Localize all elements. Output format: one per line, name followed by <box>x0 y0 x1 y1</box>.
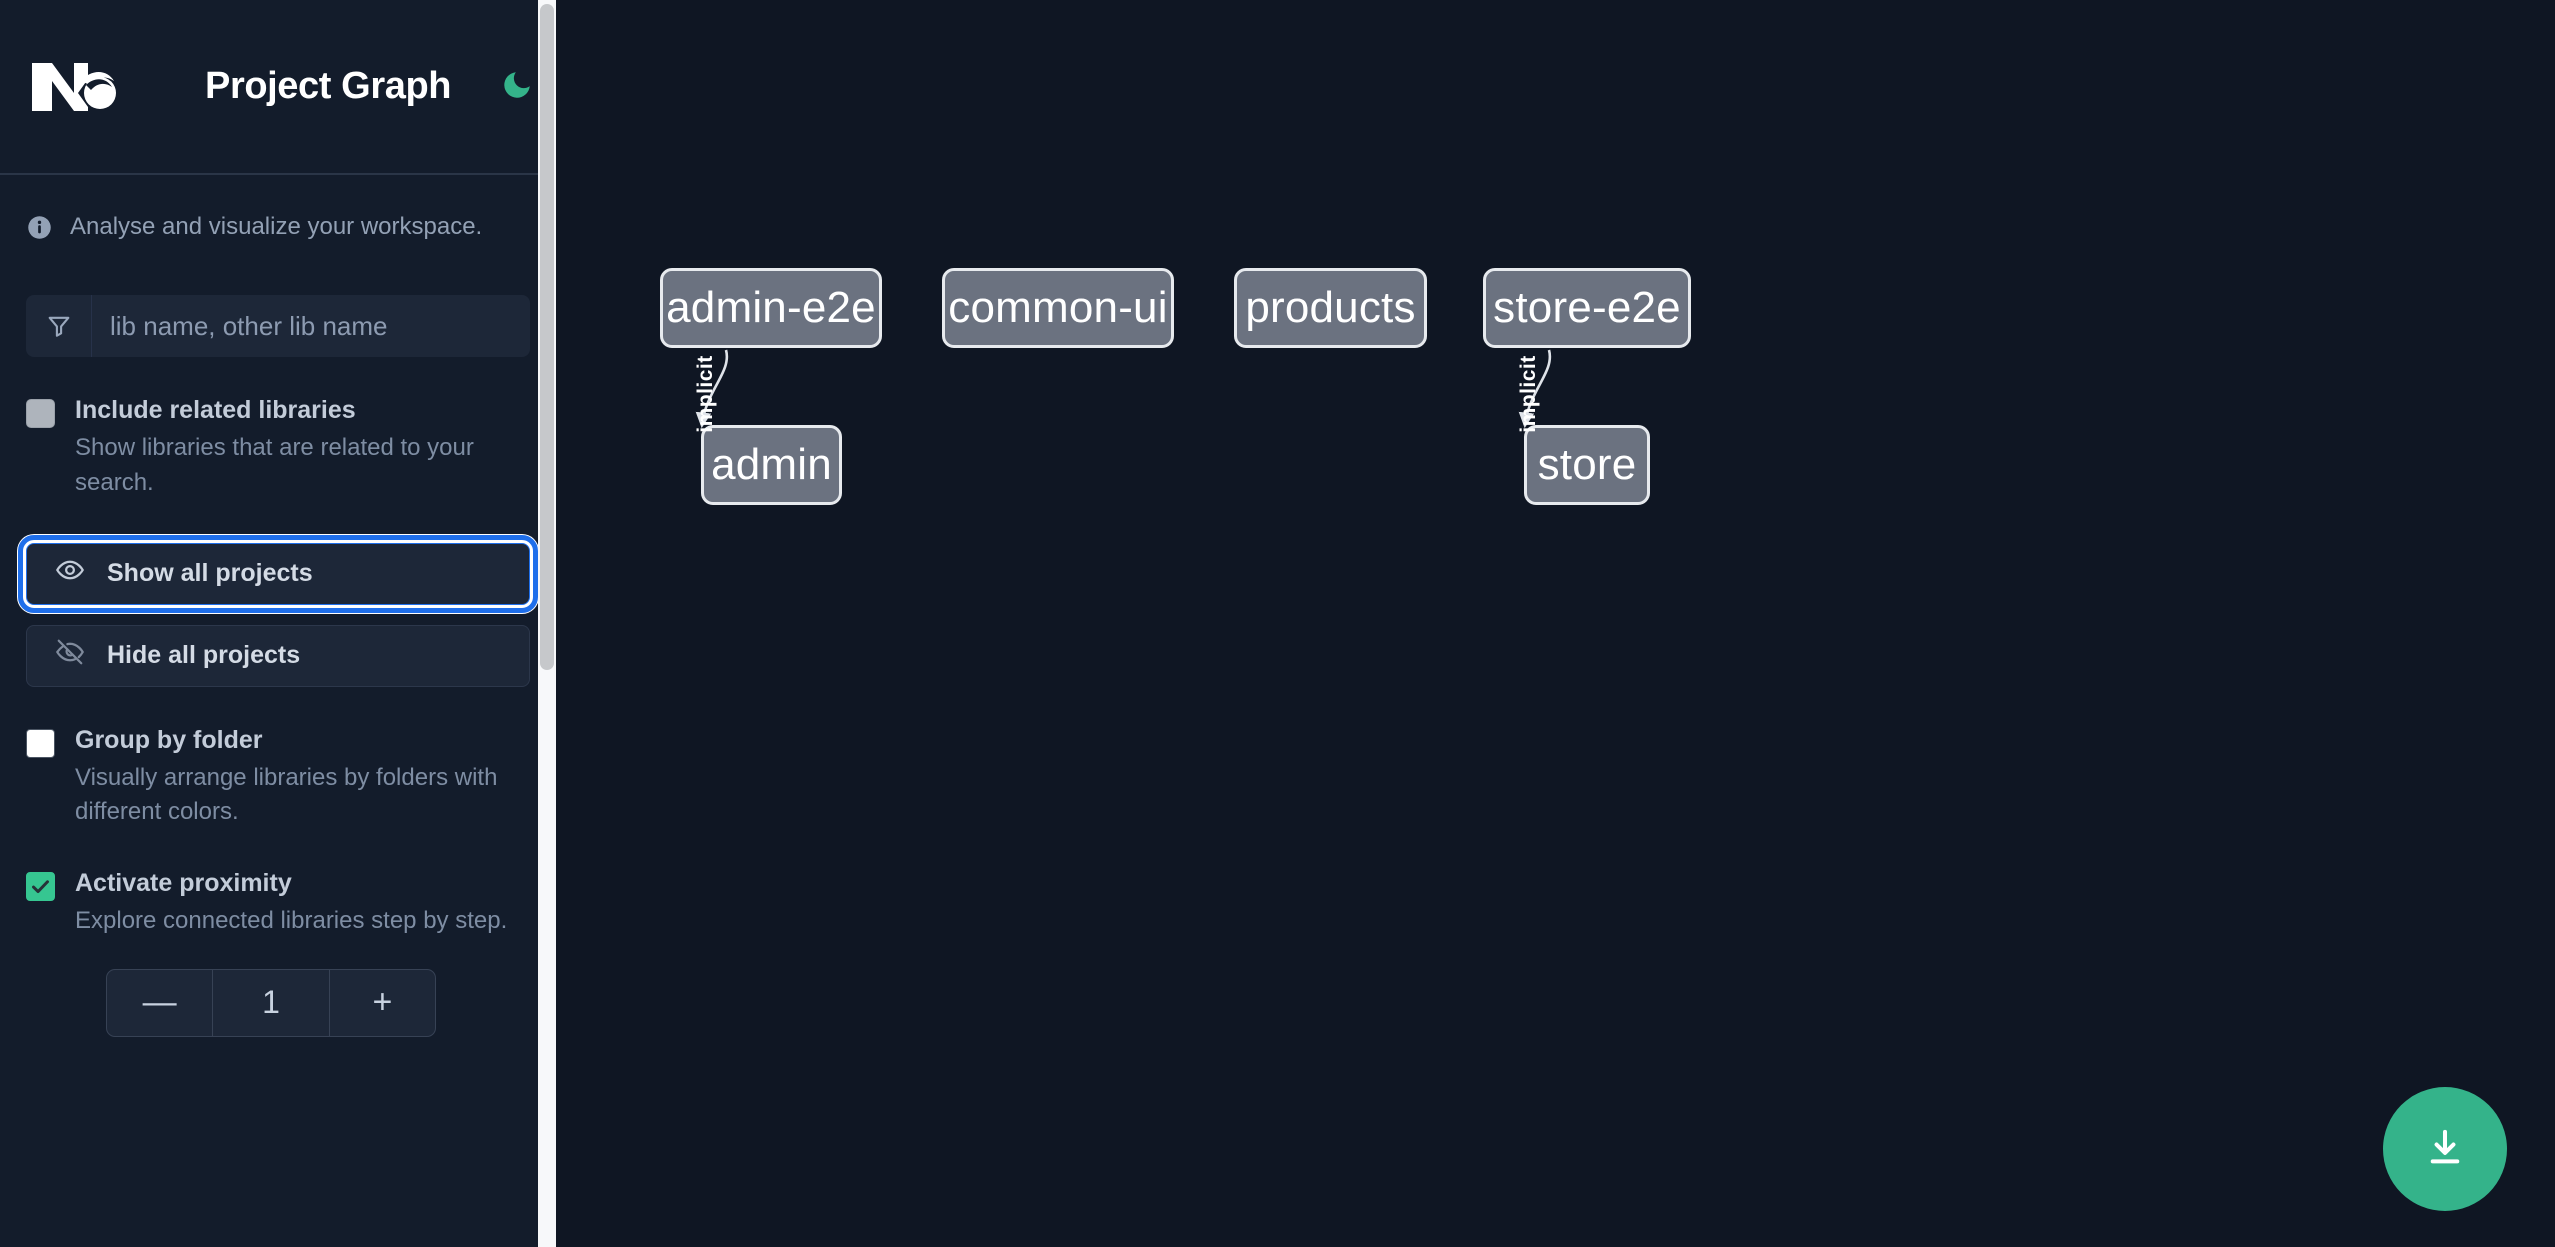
show-all-projects-button[interactable]: Show all projects <box>18 534 538 613</box>
graph-node-label: admin-e2e <box>666 283 876 332</box>
show-all-projects-label: Show all projects <box>107 559 313 588</box>
graph-node-label: store <box>1537 440 1637 489</box>
edge-store-e2e-to-store <box>1518 349 1552 429</box>
option-group-by-folder[interactable]: Group by folder Visually arrange librari… <box>26 725 530 831</box>
info-icon <box>26 214 53 241</box>
search-field[interactable] <box>26 295 530 357</box>
graph-node-store-e2e[interactable]: store-e2e <box>1483 268 1691 348</box>
option-text: Include related libraries Show libraries… <box>75 395 530 501</box>
graph-node-label: products <box>1245 283 1416 332</box>
proximity-stepper[interactable]: — 1 + <box>106 968 436 1037</box>
graph-node-store[interactable]: store <box>1524 425 1650 505</box>
sidebar: Project Graph Ana <box>0 0 556 1247</box>
workspace-description-text: Analyse and visualize your workspace. <box>70 213 483 240</box>
eye-icon <box>55 555 85 592</box>
option-text: Group by folder Visually arrange librari… <box>75 725 530 831</box>
page-title: Project Graph <box>205 65 452 107</box>
search-input[interactable] <box>92 295 530 357</box>
option-description: Show libraries that are related to your … <box>75 434 474 496</box>
graph-node-label: store-e2e <box>1493 283 1681 332</box>
graph-node-label: admin <box>711 440 832 489</box>
sidebar-scrollbar-thumb[interactable] <box>540 4 554 670</box>
graph-edges <box>695 349 1552 429</box>
sidebar-header: Project Graph <box>0 0 556 175</box>
option-label: Group by folder <box>75 725 263 754</box>
option-text: Activate proximity Explore connected lib… <box>75 868 530 939</box>
graph-node-admin[interactable]: admin <box>701 425 842 505</box>
edge-admin-e2e-to-admin <box>695 349 729 429</box>
download-graph-button[interactable] <box>2383 1087 2507 1211</box>
proximity-value: 1 <box>212 969 330 1036</box>
hide-all-projects-button[interactable]: Hide all projects <box>26 624 530 687</box>
option-description: Visually arrange libraries by folders wi… <box>75 763 498 826</box>
visibility-buttons: Show all projects Hide all projects <box>18 534 538 687</box>
option-description: Explore connected libraries step by step… <box>75 907 508 935</box>
graph-node-admin-e2e[interactable]: admin-e2e <box>660 268 882 348</box>
graph-node-common-ui[interactable]: common-ui <box>942 268 1174 348</box>
workspace-description: Analyse and visualize your workspace. <box>0 175 556 279</box>
sidebar-content: Project Graph Ana <box>0 0 556 1247</box>
eye-off-icon <box>55 637 85 674</box>
moon-icon <box>500 68 534 105</box>
option-label: Include related libraries <box>75 396 356 424</box>
graph-node-products[interactable]: products <box>1234 268 1427 348</box>
graph-node-label: common-ui <box>948 283 1168 332</box>
proximity-decrement-button[interactable]: — <box>107 970 212 1036</box>
checkbox-group-by-folder[interactable] <box>26 728 55 758</box>
graph-canvas[interactable]: admin-e2e common-ui products store-e2e a… <box>556 0 2555 1247</box>
hide-all-projects-label: Hide all projects <box>107 641 301 670</box>
option-include-related-libraries[interactable]: Include related libraries Show libraries… <box>26 395 530 501</box>
proximity-increment-button[interactable]: + <box>330 970 435 1036</box>
filter-funnel-icon <box>26 295 92 357</box>
download-icon <box>2422 1125 2468 1174</box>
option-label: Activate proximity <box>75 869 292 898</box>
checkbox-include-related-libraries[interactable] <box>26 399 55 428</box>
sidebar-scrollbar[interactable] <box>538 0 556 1247</box>
theme-toggle-button[interactable] <box>495 65 539 109</box>
sidebar-body: Include related libraries Show libraries… <box>0 295 556 1037</box>
option-activate-proximity[interactable]: Activate proximity Explore connected lib… <box>26 868 530 939</box>
checkbox-activate-proximity[interactable] <box>26 872 55 902</box>
nx-logo-icon <box>26 55 126 119</box>
